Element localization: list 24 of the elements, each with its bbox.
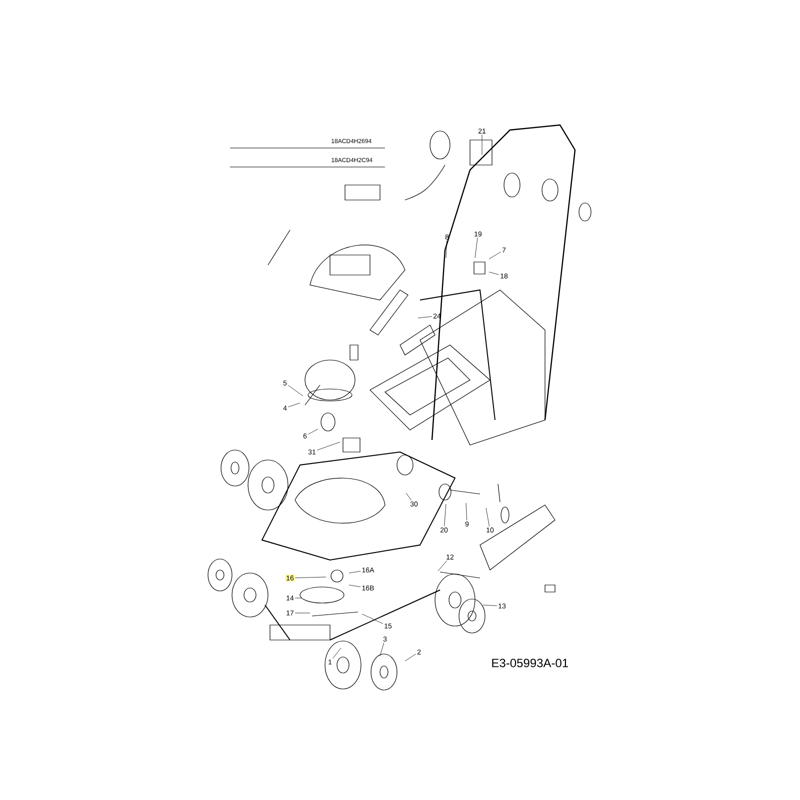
leader-line bbox=[348, 570, 361, 574]
leader-line bbox=[362, 614, 384, 624]
leader-line bbox=[488, 272, 500, 275]
leader-line bbox=[308, 428, 318, 434]
leader-line bbox=[288, 385, 304, 396]
leader-line bbox=[288, 402, 300, 408]
leader-line bbox=[332, 648, 342, 659]
leader-line bbox=[406, 492, 412, 501]
leader-line bbox=[446, 240, 448, 258]
leader-line bbox=[438, 560, 448, 572]
drawing-number: E3-05993A-01 bbox=[492, 658, 568, 668]
leader-line bbox=[444, 504, 446, 527]
leader-line bbox=[348, 584, 361, 588]
leader-line bbox=[380, 642, 384, 656]
leader-line bbox=[316, 442, 340, 450]
leader-line bbox=[294, 612, 310, 614]
leader-line bbox=[482, 604, 498, 606]
leader-line bbox=[404, 654, 416, 662]
leader-line bbox=[488, 252, 502, 260]
leader-line bbox=[294, 576, 326, 578]
leader-line bbox=[418, 316, 432, 318]
leader-line bbox=[466, 502, 468, 521]
leader-line bbox=[486, 508, 490, 527]
leader-line bbox=[474, 237, 478, 258]
